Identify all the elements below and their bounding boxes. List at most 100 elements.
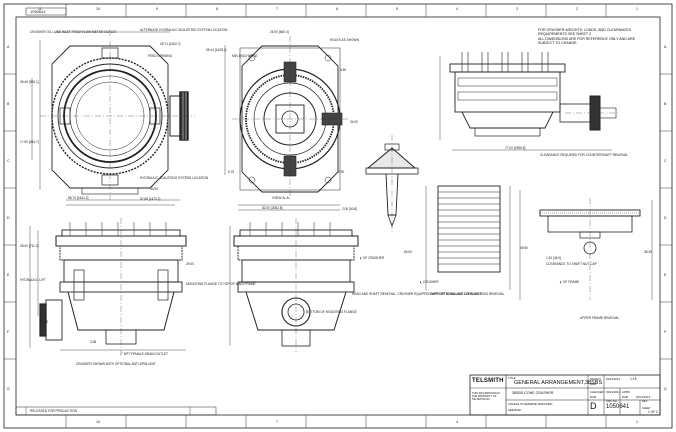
callout-hydraulic-lift: HYDRAULIC LIFT	[20, 278, 46, 282]
dimension-label: 49.71 [1262.7]	[160, 42, 181, 46]
zone-number: 1	[636, 7, 638, 11]
scale-value: 1:15	[630, 377, 637, 381]
zone-number: 8	[216, 7, 218, 11]
zone-label: D	[664, 216, 667, 220]
zone-label: F	[664, 330, 667, 334]
dimension-label: 84.00	[404, 250, 412, 254]
dimension-label: 50.90	[150, 187, 158, 191]
drawing-title: GENERAL ARRANGEMENT,38SBS	[514, 380, 603, 386]
callout-min-discharge: MIN DISCHARGE	[232, 54, 258, 58]
zone-label: D	[7, 216, 10, 220]
dimension-label: 34.00	[350, 120, 358, 124]
dimension-label: 57.88 [1470.2]	[140, 197, 161, 201]
front-elevation-view	[29, 218, 187, 352]
dimension-label: 2.00 [50.8]	[342, 207, 358, 211]
appr-label: APPR	[622, 390, 630, 394]
callout-shaft-nut: CLEARANCE TO SHAFT NUT CAP	[546, 262, 597, 266]
drawing-number-box	[25, 7, 67, 16]
dimension-label: 22.12	[40, 320, 48, 324]
zone-number: 9	[156, 7, 158, 11]
zone-number: 5	[396, 7, 398, 11]
centerline-label: ℄ CRUSHER	[420, 280, 439, 284]
notes-heading: FOR CRUSHER WEIGHTS, LOADS, AND CLEARANC…	[538, 28, 632, 37]
zone-number: 4	[456, 7, 458, 11]
dimension-label: 49.50	[520, 246, 528, 250]
zone-number: 10	[96, 7, 100, 11]
callout-bottom-flange: BOTTOM OF MOUNTING FLANGE	[306, 310, 357, 314]
dimension-label: 38.35	[644, 250, 652, 254]
checked-value: RCB	[590, 395, 596, 399]
zone-label: B	[7, 102, 10, 106]
top-plan-view	[31, 30, 195, 206]
callout-hydraulic-adjusting: HYDRAULIC ADJUSTING SYSTEM LOCATION	[140, 176, 209, 180]
dimension-label: 1.81 [46.0]	[546, 256, 562, 260]
dimension-label: 36.46 [926.1]	[20, 80, 39, 84]
size-letter: D	[590, 401, 597, 411]
drawn-date: 03/21/2013	[606, 377, 620, 381]
side-elevation-view	[229, 218, 359, 352]
side-elevation-top-right	[439, 52, 620, 151]
zone-number: 6	[336, 7, 338, 11]
property-notice: THIS INFORMATION IS THE PROPERTY OF TELS…	[472, 392, 500, 401]
revision-row: RELEASED FOR PRODUCTION	[30, 409, 77, 413]
callout-countershaft: CLEARANCE REQUIRED FOR COUNTERSHAFT REMO…	[540, 153, 629, 157]
zone-number: 3	[516, 7, 518, 11]
zone-number: 4	[456, 420, 458, 424]
callout-upper-frame: UPPER FRAME REMOVAL	[580, 316, 620, 320]
callout-feed-opening: FEED OPENING	[148, 54, 173, 58]
callout-oil-lube: CRUSHER OIL LUBE INLET FROM FLOW METER O…	[30, 30, 117, 34]
dimension-label: 17.90 [454.7]	[20, 140, 39, 144]
upper-frame-view	[519, 190, 653, 300]
drawn-value: BDW	[590, 382, 597, 386]
drawn-label: DRAWN	[590, 377, 601, 381]
callout-crusher-shown: CRUSHER SHOWN WITH OPTIONAL ANTI-SPIN UN…	[76, 362, 156, 366]
sheet-label: SHEET	[642, 407, 651, 410]
drawing-number: 1050641	[606, 404, 630, 410]
inner-border	[15, 16, 661, 416]
centerline-label: ℄ OF CRUSHER	[360, 256, 385, 260]
callout-mounting-flange: MOUNTING FLANGE TO TOP OF MAIN FRAME	[186, 282, 256, 286]
appr-value: RCB	[622, 395, 628, 399]
dimension-label: 28.00 [711.2]	[20, 244, 39, 248]
callout-holes: HOLES AS SHOWN	[330, 38, 359, 42]
zone-label: E	[7, 273, 10, 277]
support-bowl-view	[425, 185, 511, 290]
outer-border	[3, 3, 673, 429]
drawing-number-top: 1050641	[30, 8, 46, 14]
zone-label: C	[664, 159, 667, 163]
notes-line: ALL DIMENSIONS ARE FOR REFERENCE ONLY AN…	[538, 36, 635, 46]
zone-label: G	[7, 387, 10, 391]
zone-ticks	[4, 4, 672, 428]
zone-label: G	[664, 387, 667, 391]
dimension-label: 3.38	[90, 340, 97, 344]
rev-label: REV	[642, 400, 648, 403]
zone-number: 7	[276, 420, 278, 424]
zone-label: F	[7, 330, 10, 334]
zone-number: 10	[96, 420, 100, 424]
dimension-label: 7.50	[338, 170, 345, 174]
material-note: SEE BOM	[508, 408, 521, 412]
company-logo: TELSMITH	[472, 378, 504, 384]
checked-label: CHECKED	[590, 390, 604, 394]
callout-drain-outlet: 2" NPT FEMALE DRAIN OUTLET	[120, 352, 169, 356]
title-label: TITLE	[508, 376, 516, 380]
checked-date: 03/21/2013	[606, 390, 620, 394]
dimension-label: 26.00 [660.4]	[270, 30, 289, 34]
dimension-label: 6.50	[340, 68, 347, 72]
dimension-label: 5.75	[228, 170, 235, 174]
head-shaft-view	[365, 135, 419, 232]
zone-label: B	[664, 102, 667, 106]
zone-label: A	[664, 45, 667, 49]
zone-number: 11	[38, 7, 42, 11]
callout-alt-hydraulic: ALTERNATE HYDRAULIC ADJUSTING SYSTEM LOC…	[140, 28, 228, 32]
callout-head-shaft: HEAD AND SHAFT REMOVAL, CRUSHER EQUIPPED…	[352, 292, 482, 296]
appr-date: 03/21/2013	[636, 395, 650, 399]
zone-number: 7	[276, 7, 278, 11]
dimension-label: 56.74 [1441.2]	[68, 196, 89, 200]
dwg-no-label: DWG NO.	[606, 400, 618, 403]
general-notes: FOR CRUSHER WEIGHTS, LOADS, AND CLEARANC…	[538, 28, 650, 46]
zone-label: E	[664, 273, 667, 277]
dimension-label: 77.00 [1955.8]	[505, 146, 526, 150]
drawing-subtitle: 38SBS CONE CRUSHER	[512, 391, 554, 395]
